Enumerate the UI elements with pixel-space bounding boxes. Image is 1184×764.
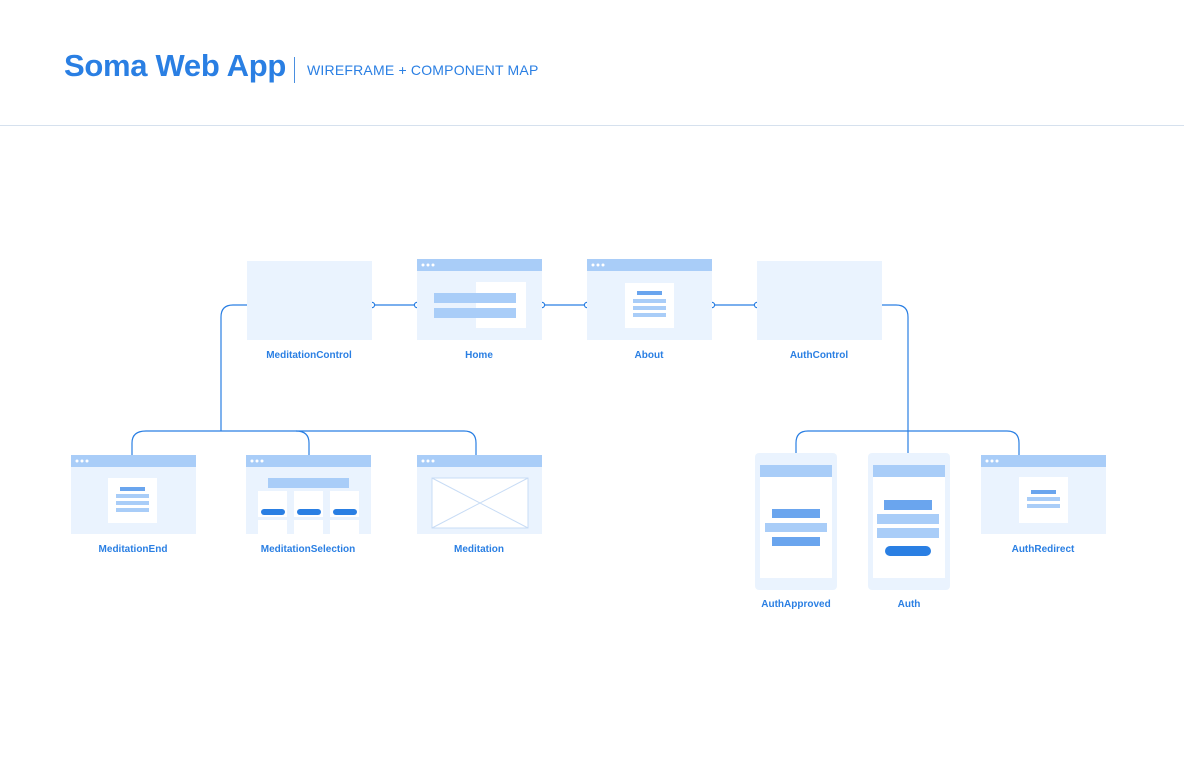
card-divider (330, 517, 359, 520)
window-dots-icon (985, 459, 999, 463)
text-line (120, 487, 145, 491)
title-divider (294, 57, 295, 83)
browser-bar (71, 455, 196, 467)
text-line (633, 299, 666, 303)
text-block (765, 523, 827, 532)
label-auth-redirect: AuthRedirect (1011, 544, 1075, 555)
label-meditation: Meditation (454, 544, 504, 555)
label-auth-control: AuthControl (789, 350, 849, 361)
browser-bar (587, 259, 712, 271)
content-card (108, 478, 157, 523)
browser-bar (981, 455, 1106, 467)
text-line (633, 306, 666, 310)
browser-bar (246, 455, 371, 467)
screen-frame (247, 261, 372, 340)
header: Soma Web App WIREFRAME + COMPONENT MAP (0, 0, 1184, 126)
card-divider (258, 517, 287, 520)
node-auth-approved (755, 453, 837, 590)
card-divider (294, 517, 323, 520)
node-meditation-end (71, 455, 196, 534)
node-auth-redirect (981, 455, 1106, 534)
label-home: Home (465, 350, 493, 361)
window-dots-icon (421, 459, 435, 463)
label-about: About (634, 350, 664, 361)
form-field (877, 528, 939, 538)
form-label (884, 500, 932, 510)
select-button (333, 509, 357, 515)
connector-meditation-branch (146, 430, 477, 455)
text-line (116, 508, 149, 512)
connector-meditationend-branch (131, 430, 147, 455)
submit-button (885, 546, 931, 556)
content-card (625, 283, 674, 328)
label-meditation-end: MeditationEnd (98, 544, 168, 555)
hero-panel (476, 282, 526, 328)
select-button (297, 509, 321, 515)
node-meditation-selection (246, 455, 371, 534)
connector-meditationselection-branch (295, 430, 310, 455)
label-auth: Auth (897, 599, 921, 610)
node-home (417, 259, 542, 340)
window-dots-icon (75, 459, 89, 463)
text-line (1027, 497, 1060, 501)
device-screen (760, 465, 832, 578)
node-about (587, 259, 712, 340)
app-bar (873, 465, 945, 477)
text-line (116, 494, 149, 498)
form-field (877, 514, 939, 524)
text-block (772, 509, 820, 518)
browser-bar (417, 259, 542, 271)
screen-frame (757, 261, 882, 340)
connector-auth-branch (795, 430, 1020, 455)
page-subtitle: WIREFRAME + COMPONENT MAP (307, 62, 539, 78)
select-button (261, 509, 285, 515)
heading-block (268, 478, 349, 488)
browser-bar (417, 455, 542, 467)
text-block (772, 537, 820, 546)
window-dots-icon (591, 263, 605, 267)
label-auth-approved: AuthApproved (761, 599, 831, 610)
text-line (1027, 504, 1060, 508)
node-meditation (417, 455, 542, 534)
placeholder-cross (431, 477, 529, 529)
connector-meditationcontrol-trunk (220, 304, 247, 431)
text-line (1031, 490, 1056, 494)
text-block (434, 308, 516, 318)
page-title: Soma Web App (64, 48, 287, 83)
app-bar (760, 465, 832, 477)
text-block (434, 293, 516, 303)
connector-authcontrol-trunk (882, 304, 909, 453)
text-line (637, 291, 662, 295)
node-auth-control (757, 261, 882, 340)
label-meditation-control: MeditationControl (266, 350, 352, 361)
node-meditation-control (247, 261, 372, 340)
window-dots-icon (421, 263, 435, 267)
text-line (116, 501, 149, 505)
node-auth (868, 453, 950, 590)
text-line (633, 313, 666, 317)
window-dots-icon (250, 459, 264, 463)
connectors (131, 304, 1020, 455)
label-meditation-selection: MeditationSelection (260, 544, 356, 555)
